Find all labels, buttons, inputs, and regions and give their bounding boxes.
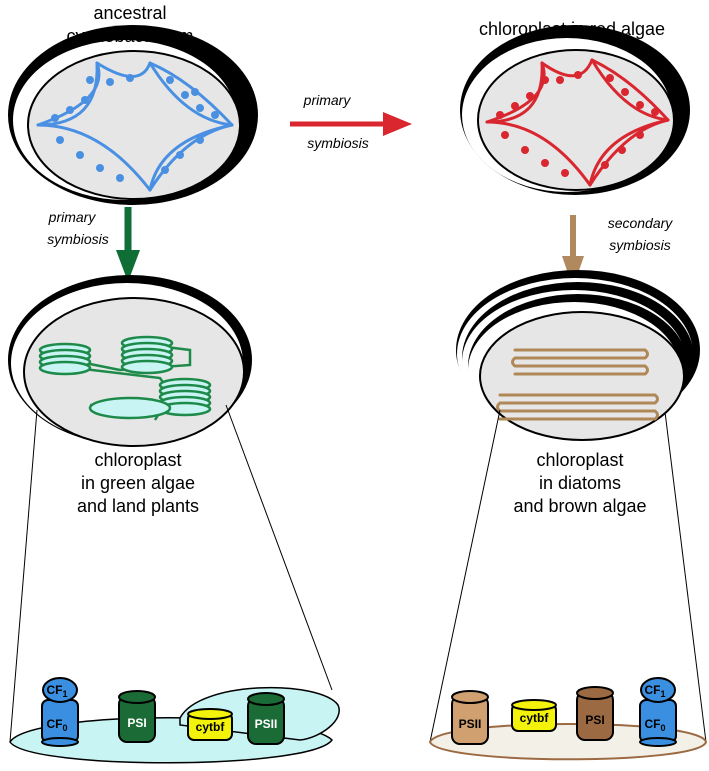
ancestral-label-line1: ancestral bbox=[93, 3, 166, 23]
primary-symbiosis-label-top-1: primary bbox=[303, 92, 352, 108]
diatom-chloroplast-cell bbox=[456, 270, 700, 441]
thylakoid-membrane-brown bbox=[428, 723, 708, 761]
green-algae-label-2: in green algae bbox=[81, 473, 195, 493]
ancestral-label-line2: cyanobacterium bbox=[66, 26, 193, 46]
psi-right bbox=[576, 686, 614, 741]
ancestral-cyanobacterium-cell bbox=[8, 25, 258, 205]
zoom-cone-left bbox=[9, 404, 333, 743]
cytbf-left-label: cytbf bbox=[196, 720, 226, 734]
granum-middle bbox=[120, 335, 174, 375]
primary-symbiosis-arrow-horizontal bbox=[290, 112, 412, 136]
green-algae-label-3: and land plants bbox=[77, 496, 199, 516]
psii-left bbox=[247, 692, 285, 745]
cf1-right-label: CF1 bbox=[644, 683, 665, 699]
primary-symbiosis-label-left-1: primary bbox=[48, 209, 97, 225]
green-thylakoid-grana bbox=[38, 335, 212, 421]
cytbf-right bbox=[511, 699, 557, 732]
cyanobacterium-thylakoids bbox=[36, 61, 234, 192]
red-phycobilisomes bbox=[496, 71, 659, 177]
secondary-symbiosis-label-1: secondary bbox=[608, 215, 674, 231]
brown-thylakoid-lamellae bbox=[496, 348, 659, 421]
psi-left-label: PSI bbox=[127, 716, 146, 730]
cf0-right-label: CF0 bbox=[644, 717, 665, 733]
primary-symbiosis-label-left-2: symbiosis bbox=[47, 231, 108, 247]
diatom-label-2: in diatoms bbox=[539, 473, 621, 493]
granum-right bbox=[158, 377, 212, 417]
psii-right bbox=[451, 690, 489, 745]
psii-left-label: PSII bbox=[255, 717, 278, 731]
diatom-label-3: and brown algae bbox=[513, 496, 646, 516]
cyanobacterium-phycobilisomes bbox=[51, 74, 219, 182]
red-algae-chloroplast-cell bbox=[460, 25, 690, 195]
primary-symbiosis-label-top-2: symbiosis bbox=[307, 135, 368, 151]
psi-right-label: PSI bbox=[585, 713, 604, 727]
cytbf-right-label: cytbf bbox=[520, 711, 550, 725]
atp-synthase-right bbox=[639, 677, 677, 747]
granum-left bbox=[38, 342, 92, 376]
red-algae-label: chloroplast in red algae bbox=[479, 19, 665, 39]
cf0-left-label: CF0 bbox=[46, 717, 67, 733]
primary-symbiosis-arrow-vertical bbox=[116, 207, 140, 282]
cf1-left-label: CF1 bbox=[46, 683, 67, 699]
secondary-symbiosis-label-2: symbiosis bbox=[609, 237, 670, 253]
green-algae-label-1: chloroplast bbox=[94, 450, 181, 470]
cytbf-left bbox=[187, 708, 233, 741]
diatom-label-1: chloroplast bbox=[536, 450, 623, 470]
psii-right-label: PSII bbox=[459, 717, 482, 731]
atp-synthase-left bbox=[41, 677, 79, 747]
psi-left bbox=[118, 690, 156, 743]
green-algae-chloroplast-cell bbox=[8, 275, 252, 447]
zoom-cone-right bbox=[429, 409, 707, 743]
